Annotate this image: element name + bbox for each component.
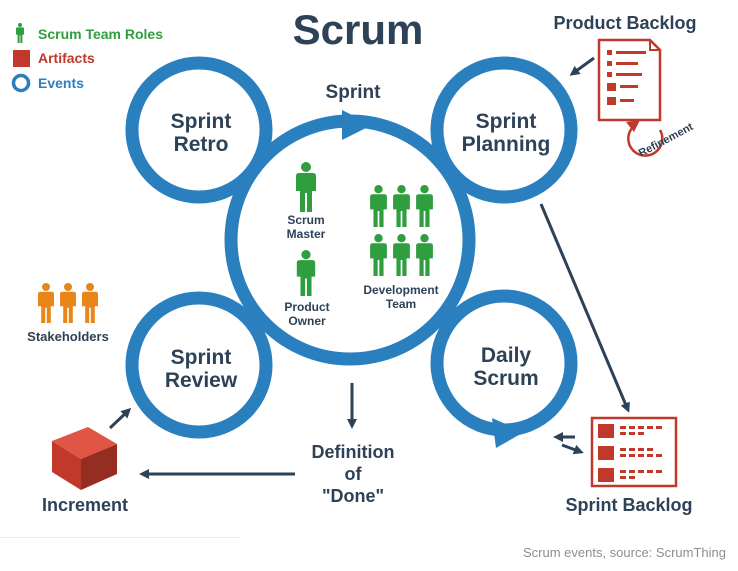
stakeholder-icon <box>60 283 76 323</box>
refinement-label: Refinement <box>637 121 696 160</box>
product-backlog-label: Product Backlog <box>553 13 696 33</box>
legend-events-label: Events <box>38 75 84 91</box>
daily-scrum-arrowhead-icon <box>492 418 524 448</box>
stakeholders-label: Stakeholders <box>27 329 109 344</box>
legend-artifacts-label: Artifacts <box>38 50 95 66</box>
image-caption: Scrum events, source: ScrumThing <box>522 545 726 560</box>
event-circle-icon <box>11 73 31 93</box>
sprint-label: Sprint <box>326 82 382 103</box>
sprint-planning-circle <box>430 56 578 204</box>
increment-cube-icon <box>52 427 117 490</box>
increment-to-review-arrow <box>108 407 132 430</box>
divider <box>0 537 240 538</box>
sprint-arrowhead-icon <box>342 110 372 140</box>
sprint-planning-label-1: Sprint <box>476 110 537 133</box>
sprint-backlog-icon <box>590 416 678 488</box>
stakeholder-icon <box>82 283 98 323</box>
daily-scrum-label-2: Scrum <box>473 367 538 390</box>
planning-to-sprint-backlog-arrow <box>539 203 630 413</box>
increment-label: Increment <box>42 495 128 515</box>
definition-of-done-label-3: "Done" <box>322 486 384 506</box>
artifact-square-icon <box>13 50 30 67</box>
product-owner-label-2: Owner <box>288 314 326 328</box>
product-backlog-icon <box>597 38 662 122</box>
sprint-planning-label-2: Planning <box>462 133 551 156</box>
sprint-circle <box>224 114 476 366</box>
legend: Scrum Team Roles Artifacts Events <box>11 23 163 93</box>
stakeholder-icon <box>38 283 54 323</box>
stakeholders-icons <box>38 283 98 323</box>
daily-scrum-label-1: Daily <box>481 344 532 367</box>
product-owner-label-1: Product <box>284 300 329 314</box>
sprint-retro-circle <box>125 56 273 204</box>
definition-of-done-label-1: Definition <box>312 442 395 462</box>
scrum-master-label-2: Master <box>287 227 326 241</box>
person-icon <box>16 23 24 43</box>
refinement-loop-icon <box>627 127 664 157</box>
sprint-review-circle <box>125 291 273 439</box>
sprint-retro-label-1: Sprint <box>171 110 232 133</box>
sprint-review-label-1: Sprint <box>171 346 232 369</box>
legend-roles-label: Scrum Team Roles <box>38 26 163 42</box>
refinement-arrowhead-icon <box>626 120 640 132</box>
definition-of-done-label-2: of <box>345 464 363 484</box>
development-team-label-1: Development <box>363 283 438 297</box>
sprint-retro-label-2: Retro <box>174 133 229 156</box>
scrum-master-label-1: Scrum <box>287 213 324 227</box>
development-team-label-2: Team <box>386 297 416 311</box>
sprint-backlog-label: Sprint Backlog <box>565 495 692 515</box>
sprint-review-label-2: Review <box>165 369 238 392</box>
product-backlog-to-planning-arrow <box>569 56 595 76</box>
page-title: Scrum <box>293 6 424 53</box>
daily-to-sprint-backlog-arrow <box>561 443 584 455</box>
